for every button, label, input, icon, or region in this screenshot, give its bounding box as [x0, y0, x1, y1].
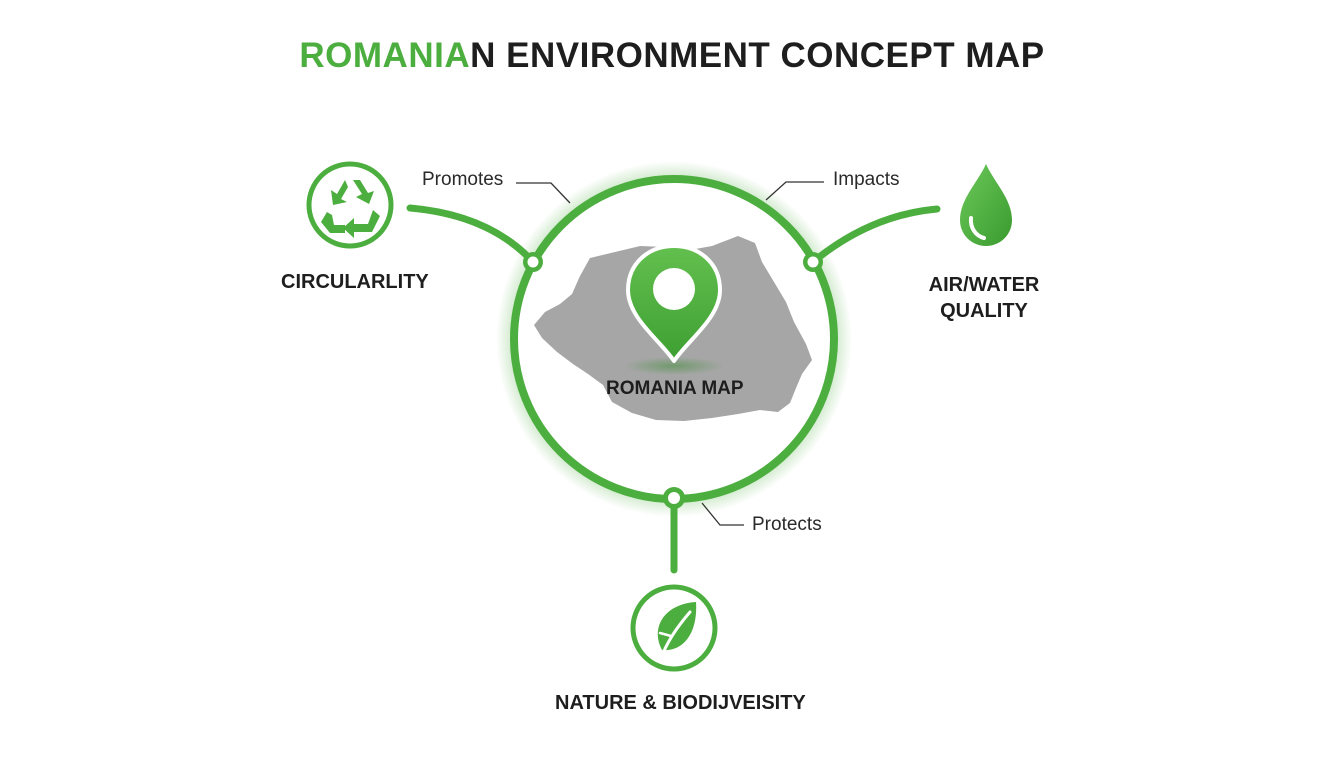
edge-label-impacts: Impacts	[833, 169, 900, 190]
node-label-air-water-line2: QUALITY	[940, 300, 1028, 322]
junction-nature	[663, 487, 685, 509]
node-label-air-water-line1: AIR/WATER	[928, 274, 1040, 296]
promotes-leader	[516, 182, 571, 204]
impacts-leader	[765, 181, 824, 201]
connector-circularity	[406, 204, 537, 266]
edge-label-protects: Protects	[752, 514, 822, 535]
page-title: ROMANIAN ENVIRONMENT CONCEPT MAP	[0, 36, 1344, 76]
recycle-icon	[306, 161, 394, 249]
connector-air-water	[809, 205, 941, 266]
node-label-air-water: AIR/WATER QUALITY	[914, 272, 1054, 324]
leaf-icon	[630, 584, 718, 672]
junction-air-water	[803, 252, 823, 272]
junction-circularity	[523, 252, 543, 272]
protects-leader	[701, 502, 744, 526]
edge-label-promotes: Promotes	[422, 169, 504, 190]
node-label-circularity: CIRCULARLITY	[281, 271, 429, 293]
map-pin-icon	[626, 244, 722, 363]
pin-shadow	[624, 357, 724, 375]
title-accent: ROMANIA	[299, 36, 471, 75]
water-drop-icon	[960, 164, 1012, 246]
node-label-nature: NATURE & BIODIJVEISITY	[555, 692, 806, 714]
center-label: ROMANIA MAP	[606, 378, 744, 399]
title-rest: N ENVIRONMENT CONCEPT MAP	[470, 36, 1045, 75]
